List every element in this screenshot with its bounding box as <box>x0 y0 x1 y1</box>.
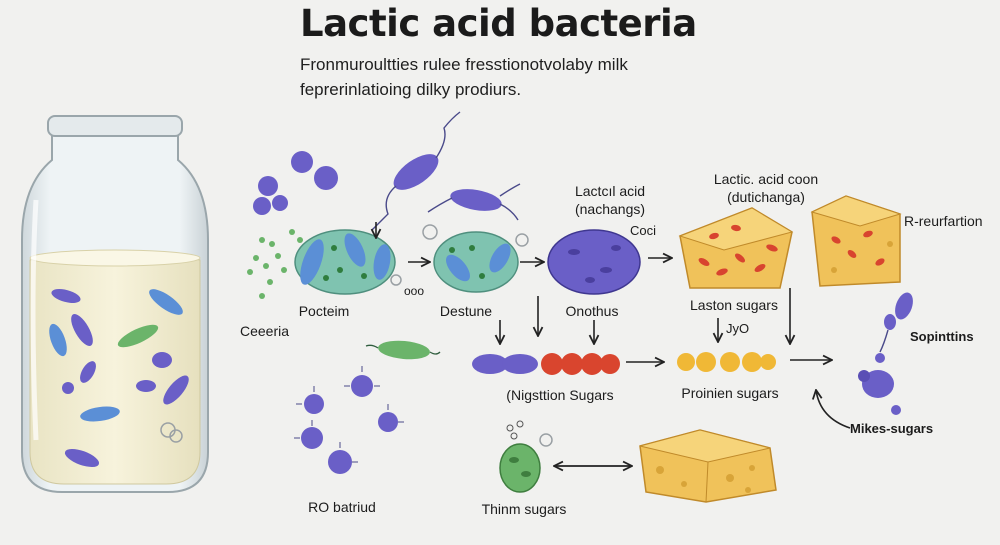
page-subtitle: Fronmuroultties rulee fresstionotvolaby … <box>300 55 628 99</box>
label-ceeeria: Ceeeria <box>240 323 290 339</box>
label-laston-sugars: Laston sugars <box>690 297 778 313</box>
label-thinm-sugars: Thinm sugars <box>481 501 567 517</box>
label-ro-batriud: RO batriud <box>308 499 376 515</box>
label-mikes-sugars: Mikes-sugars <box>850 421 934 436</box>
milk-jar <box>21 115 209 493</box>
label-lactic-acid-coon: Lactic. acid coon <box>713 171 819 187</box>
cell-destune <box>433 231 519 293</box>
cheese-wedge-red <box>678 207 794 289</box>
cell-onothus <box>547 229 641 295</box>
bubbles <box>390 224 529 286</box>
lower-bacteria <box>294 340 441 474</box>
label-nachangs: (nachangs) <box>574 201 646 217</box>
milk-liquid <box>29 249 201 485</box>
jar-bacteria <box>49 289 189 468</box>
green-cell-bottom <box>499 420 553 493</box>
cocci-cluster <box>253 151 338 215</box>
purple-rod-chain <box>472 354 538 374</box>
label-proinien-sugars: Proinien sugars <box>681 385 779 401</box>
label-dutichanga: (dutichanga) <box>727 189 805 205</box>
page-title: Lactic acid bacteria <box>300 2 697 45</box>
yellow-sugar-chain <box>677 352 776 372</box>
label-jyo: JyO <box>726 321 750 336</box>
label-rreurfartion: R-reurfartion <box>904 213 983 229</box>
label-pocteim: Pocteim <box>298 303 350 319</box>
label-oooo: ooo <box>404 284 425 298</box>
red-sugar-chain <box>541 353 620 375</box>
bacillus-with-flagella <box>371 111 521 231</box>
cheese-block <box>810 195 902 287</box>
green-dots <box>247 229 303 299</box>
cell-pocteim <box>294 229 396 295</box>
label-lactcd-acid: Lactcıl acid <box>574 183 646 199</box>
right-bacteria <box>858 292 913 415</box>
label-sopintins: Sopinttins <box>910 329 974 344</box>
flow-arrows <box>376 222 851 466</box>
label-coci: Coci <box>630 223 657 238</box>
label-nigstion-sugars: (Nigsttion Sugars <box>506 387 614 403</box>
label-destune: Destune <box>439 303 493 319</box>
label-onothus: Onothus <box>565 303 619 319</box>
cheese-wheel <box>639 429 777 503</box>
